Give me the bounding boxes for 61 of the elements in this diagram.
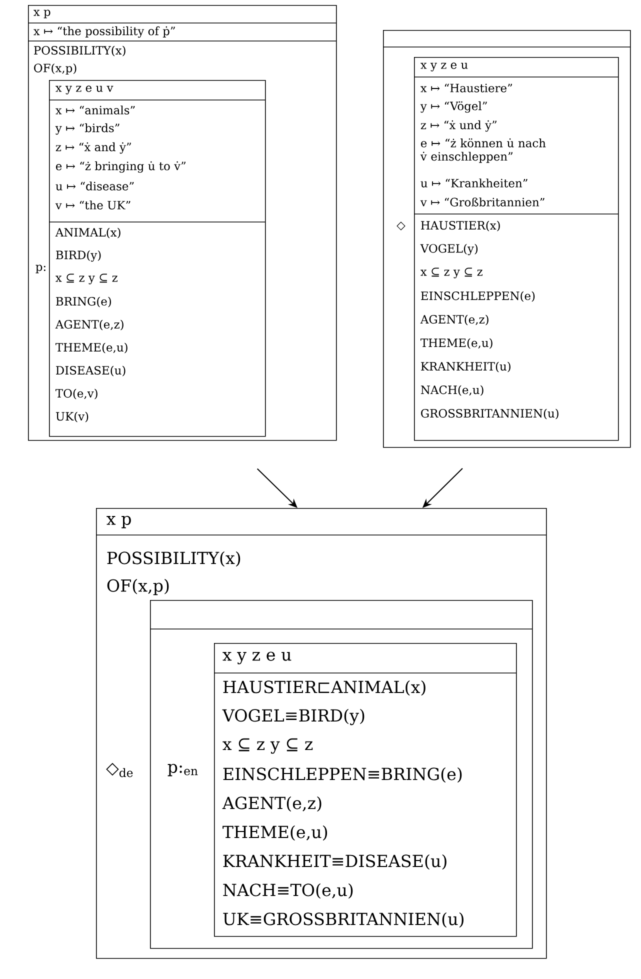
arrow (256, 468, 298, 508)
condition-text: x ⊆ z y ⊆ z (222, 738, 313, 754)
referent-list: x y z e u (420, 62, 468, 72)
condition-text: POSSIBILITY(x) (107, 551, 240, 567)
condition-text: DISEASE(u) (56, 366, 126, 376)
translation-text: u ↦ “Krankheiten” (420, 178, 528, 188)
translation-text: v ↦ “the UK” (55, 200, 130, 210)
drs-box (150, 600, 533, 949)
condition-text: KRANKHEIT(u) (421, 362, 510, 372)
drs-box (96, 508, 547, 959)
condition-text: KRANKHEIT≡DISEASE(u) (223, 854, 446, 870)
translation-text: x ↦ “animals” (56, 106, 135, 114)
drs-box (382, 30, 631, 448)
condition-text: BRING(e) (56, 296, 111, 308)
condition-text: THEME(e,u) (420, 338, 492, 349)
operator-label: ◇ (396, 222, 406, 230)
condition-text: EINSCHLEPPEN≡BRING(e) (223, 767, 462, 783)
translation-text: x ↦ “the possibility of ṗ” (34, 26, 175, 38)
translation-text: v ↦ “Großbritannien” (420, 198, 544, 206)
condition-text: x ⊆ z y ⊆ z (420, 268, 482, 278)
translation-text: z ↦ “ẋ and ẏ” (56, 142, 131, 154)
condition-text: OF(x,p) (107, 578, 169, 596)
operator-label: ◇$_{de}$ (106, 762, 133, 778)
translation-text: y ↦ “birds” (55, 123, 120, 135)
translation-text: y ↦ “Vögel” (420, 101, 487, 113)
condition-text: THEME(e,u) (222, 825, 328, 841)
condition-text: GROSSBRITANNIEN(u) (421, 408, 558, 420)
translation-text: e ↦ “ż können u̇ nach v̇ einschleppen” (420, 138, 546, 163)
condition-text: AGENT(e,z) (222, 796, 322, 812)
condition-text: OF(x,p) (34, 63, 76, 75)
drs-box (214, 643, 517, 937)
translation-text: u ↦ “disease” (56, 182, 134, 190)
condition-text: EINSCHLEPPEN(e) (421, 291, 535, 302)
translation-text: x ↦ “Haustiere” (420, 84, 512, 92)
referent-list: x p (34, 10, 50, 18)
referent-list: x y z e u (222, 652, 292, 664)
drs-box (414, 57, 619, 441)
condition-text: ANIMAL(x) (55, 228, 120, 238)
drs-box (28, 5, 337, 441)
drs-box (48, 80, 266, 437)
condition-text: AGENT(e,z) (55, 320, 124, 330)
condition-text: HAUSTIER(x) (421, 220, 500, 232)
condition-text: NACH≡TO(e,u) (223, 883, 353, 899)
condition-text: POSSIBILITY(x) (34, 46, 126, 56)
translation-text: e ↦ “ż bringing u̇ to v̇” (56, 161, 186, 173)
condition-text: BIRD(y) (56, 250, 101, 262)
operator-label: p:$_{en}$ (168, 764, 198, 776)
condition-text: TO(e,v) (56, 388, 98, 400)
operator-label: p: (36, 264, 46, 274)
referent-list: x p (106, 516, 131, 528)
condition-text: VOGEL≡BIRD(y) (222, 708, 364, 726)
condition-text: NACH(e,u) (420, 385, 484, 396)
condition-text: UK≡GROSSBRITANNIEN(u) (223, 912, 464, 928)
condition-text: AGENT(e,z) (420, 314, 488, 326)
condition-text: THEME(e,u) (56, 342, 128, 354)
translation-text: z ↦ “ẋ und ẏ” (420, 120, 496, 132)
condition-text: HAUSTIER⊏ANIMAL(x) (223, 680, 426, 696)
referent-list: x y z e u v (56, 86, 114, 94)
condition-text: UK(v) (56, 412, 88, 422)
condition-text: x ⊆ z y ⊆ z (56, 274, 118, 284)
condition-text: VOGEL(y) (420, 244, 478, 256)
